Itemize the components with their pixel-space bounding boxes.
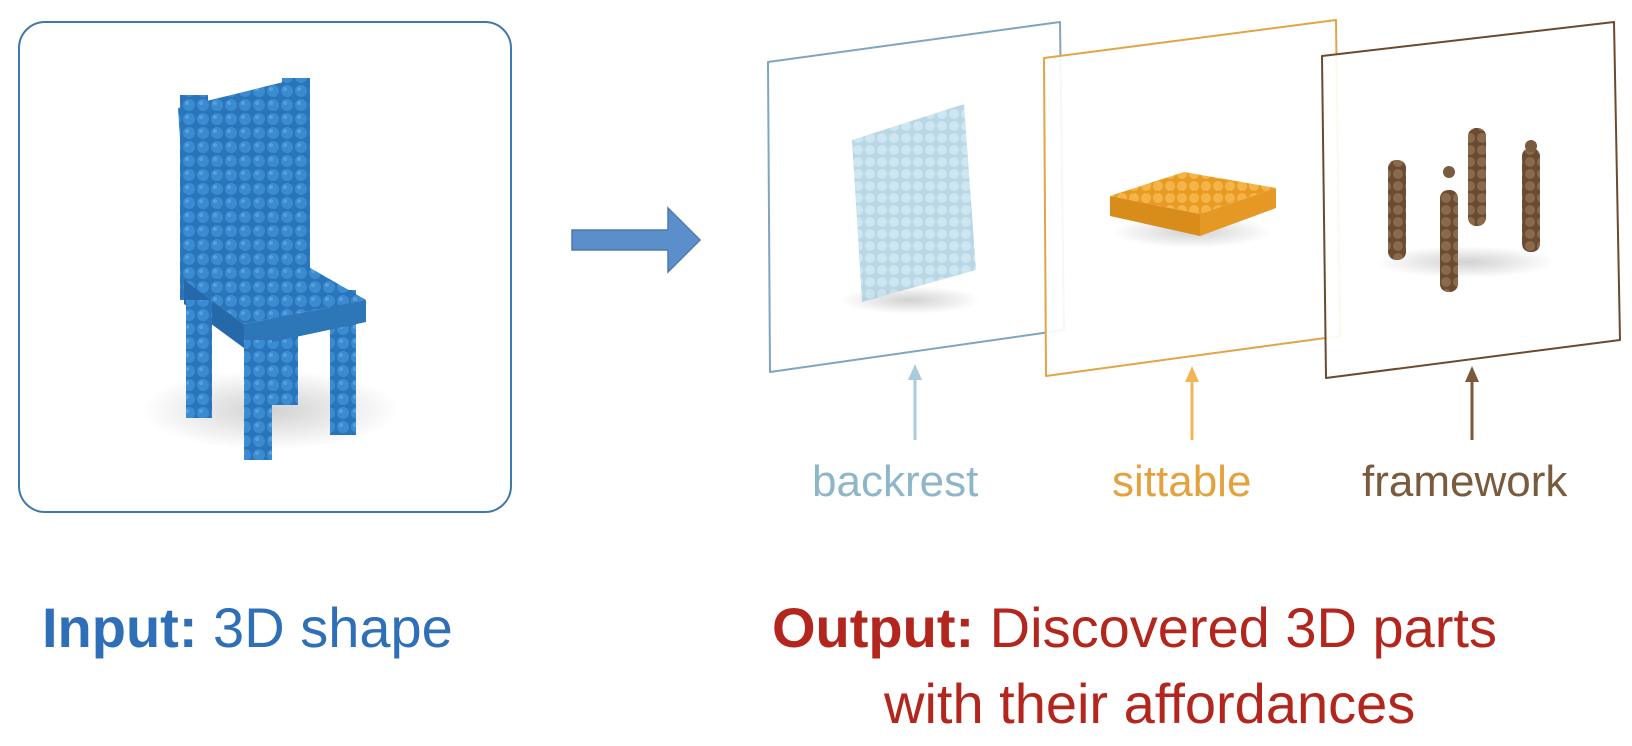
output-caption-bold: Output: (772, 596, 975, 659)
arrow-icon (571, 206, 702, 274)
input-caption-bold: Input: (42, 596, 198, 659)
label-backrest: backrest (812, 457, 979, 506)
output-caption-line1: Output: Discovered 3D parts (772, 600, 1497, 656)
backrest-part (852, 104, 976, 302)
label-sittable: sittable (1112, 457, 1252, 506)
legs-part (1388, 128, 1540, 292)
chair-shape (140, 78, 400, 460)
backrest-panel (767, 21, 1065, 440)
framework-panel (1321, 21, 1621, 440)
sittable-panel (1043, 19, 1341, 440)
seat-part (1110, 172, 1276, 236)
input-caption-text: 3D shape (197, 596, 453, 659)
output-caption-text: Discovered 3D parts (974, 596, 1497, 659)
input-caption: Input: 3D shape (42, 600, 453, 656)
input-panel (18, 21, 512, 513)
output-caption-line2: with their affordances (884, 672, 1416, 735)
label-framework: framework (1362, 457, 1568, 506)
